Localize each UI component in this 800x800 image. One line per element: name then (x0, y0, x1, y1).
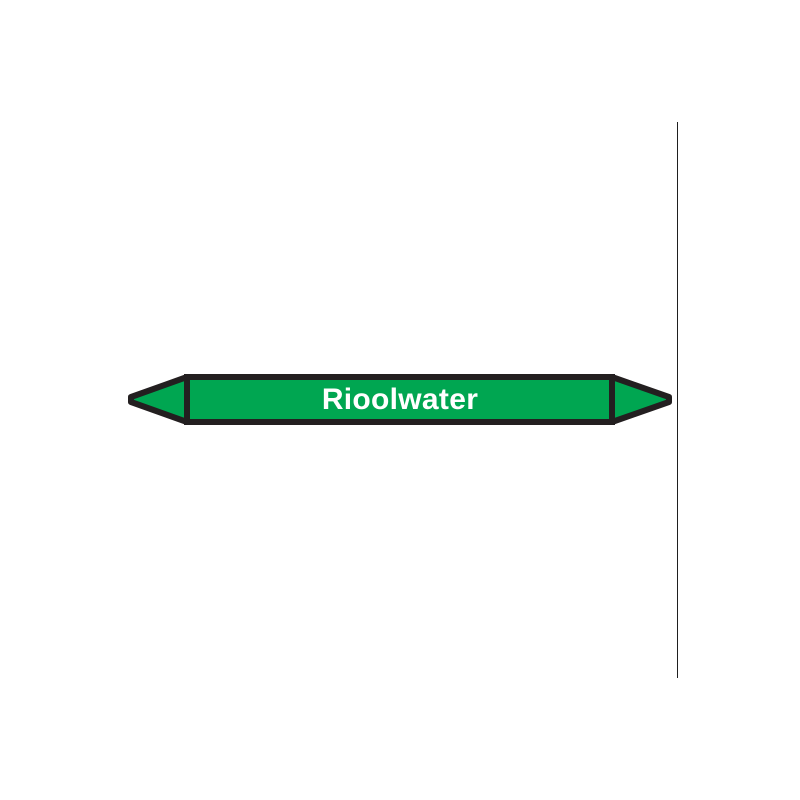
marker-label: Rioolwater (321, 383, 479, 416)
right-arrow-icon (609, 374, 672, 425)
vertical-divider-line (677, 122, 678, 678)
left-arrow-icon (128, 374, 190, 425)
marker-body (184, 374, 615, 425)
